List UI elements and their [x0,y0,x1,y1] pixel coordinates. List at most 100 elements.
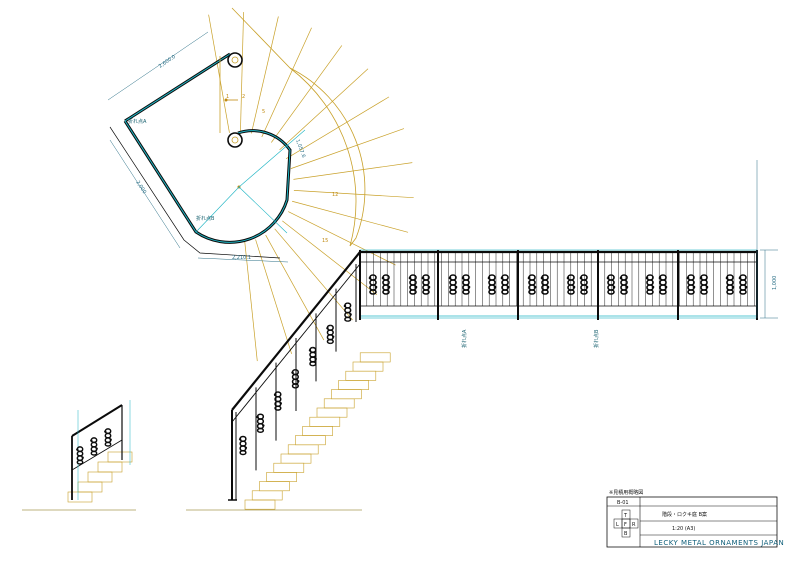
plan-tread-line [293,190,414,199]
plan-volute-top [219,52,243,133]
straight-ornament [605,274,617,295]
plan-tread-line [279,68,369,151]
straight-ornament [380,274,392,295]
plan-tread-line [265,234,325,341]
view-label-l: L [616,522,619,528]
stair-step [259,481,290,492]
straight-ornament [685,274,697,295]
side-elevation [22,400,136,511]
side-ornament [103,428,113,447]
company-name: LECKY METAL ORNAMENTS JAPAN [654,539,784,547]
step-number-1: 1 [226,94,229,100]
straight-ornament [657,274,669,295]
stair-step [338,380,369,390]
straight-ornament [578,274,590,295]
stair-step [309,416,341,427]
straight-ornament [499,274,511,295]
drawing-title: 階段・ロクキ庭 B案 [662,511,707,518]
step-number-12: 12 [332,192,338,198]
straight-ornament [526,274,538,295]
plan-tread-line [255,239,292,355]
dim-left-label: 2,000 [134,180,147,195]
side-stair-step [87,471,113,483]
plan-tread-line [251,16,279,134]
plan-outer-boundary [231,7,366,247]
step-number-2: 2 [242,94,245,100]
straight-railing [359,249,758,320]
view-label-b: B [624,531,628,537]
plan-tread-line [293,162,413,180]
straight-ornament [447,274,459,295]
view-label-r: R [632,522,636,528]
straight-ornament [737,274,749,295]
side-stair-step [97,461,123,473]
plan-outer-arc [289,67,357,247]
step-number-5: 5 [262,109,265,115]
stair-step [316,407,348,418]
height-dimension: 1,000 [756,160,778,319]
side-stair-step [77,481,103,493]
plan-volute-bottom [227,132,243,148]
drawing-scale: 1:20 (A3) [672,526,695,532]
plan-treads [208,12,414,362]
inclined-ornament [307,346,318,367]
stair-step [352,361,384,372]
inclined-railing [228,251,361,501]
inclined-ornament [325,324,336,345]
straight-ornament [486,274,498,295]
main-elevation: 1,000 折れ点A 折れ点B [186,160,778,511]
plan-point-b-label: 折れ点B [196,215,215,222]
straight-ornament [407,274,419,295]
inclined-ornament [290,369,301,389]
side-ornament [89,437,99,456]
side-stair-step [107,451,133,463]
stair-step [273,462,305,473]
dim-bottom-label: 2,210.1 [232,255,251,261]
plan-handrail [123,52,292,244]
straight-ornament [539,274,551,295]
break-b-label: 折れ点B [593,329,600,348]
inclined-ornament [273,391,283,411]
stair-step [287,444,319,455]
plan-dimension-top: 2,600.0 [107,31,209,101]
height-dim-label: 1,000 [772,276,778,290]
stair-step [302,426,333,436]
straight-ornament [460,274,472,295]
straight-ornament [698,274,710,295]
stair-step [251,490,283,501]
inclined-ornament [342,302,353,322]
inclined-ornament [238,435,248,456]
plan-dimension-bottom: 2,210.1 [197,255,289,263]
plan-point-a-label: 折れ点A [128,118,147,125]
view-label-t: T [623,513,628,519]
plan-dimension-left: 2,000 [109,139,181,249]
plan-tread-line [271,45,343,143]
title-block: ※見積用概略図 B-01 T L F R B 階段・ロクキ庭 B案 1:20 (… [606,489,784,548]
stair-step [345,370,377,381]
title-block-heading: ※見積用概略図 [609,489,643,496]
plan-tread-line [244,241,258,362]
straight-ornament [618,274,630,295]
plan-tread-line [274,228,353,321]
side-ornament [75,446,85,465]
plan-tread-line [208,14,230,133]
plan-tread-line [288,211,396,266]
view-label-f: F [624,522,627,528]
dim-radius-label: 1,057.6 [294,139,306,159]
stair-step [280,453,312,464]
straight-ornament [367,274,379,295]
break-a-label: 折れ点A [461,329,468,348]
stair-step [266,472,297,482]
view-cross: T L F R B [613,509,639,538]
stair-step [359,352,391,363]
plan-tread-line [240,12,244,133]
straight-ornament [420,274,432,295]
plan-tread-line [282,220,378,296]
stair-step [295,435,326,446]
inclined-ornament [255,413,266,434]
stair-step [323,398,355,409]
plan-view: 2,600.0 2,000 2,210.1 1,057.6 折れ点A 折れ点B … [107,7,414,362]
drawing-number: B-01 [617,500,629,506]
straight-ornament [644,274,656,295]
